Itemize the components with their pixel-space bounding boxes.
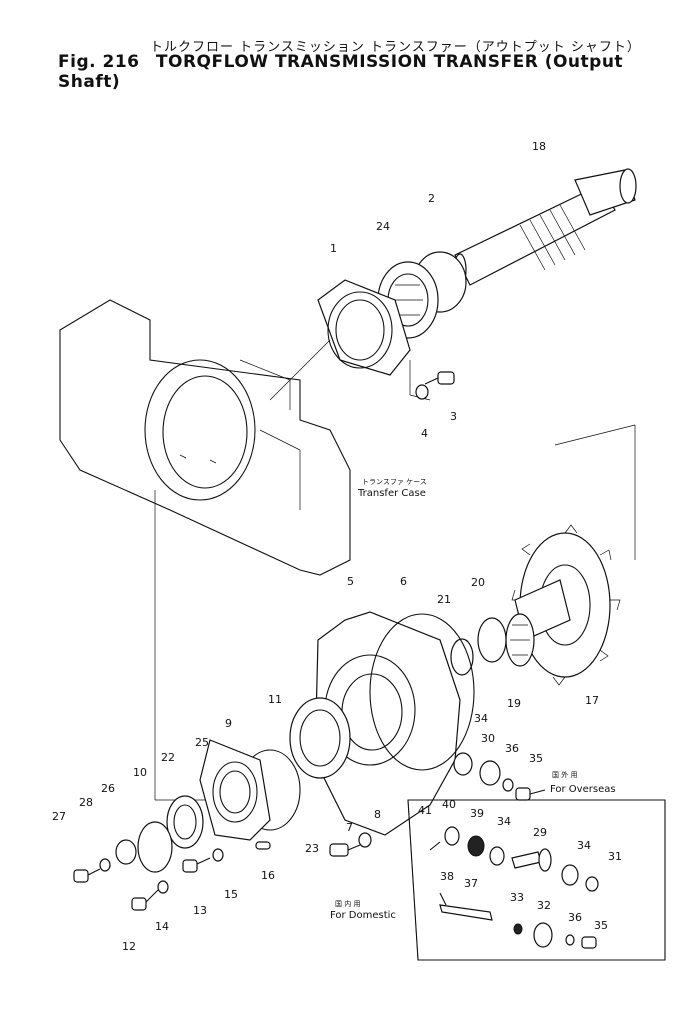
callout-26: 26 <box>101 782 115 795</box>
figure-title-english: TORQFLOW TRANSMISSION TRANSFER (Output S… <box>58 52 624 92</box>
shaft-37 <box>439 904 493 921</box>
cage-1 <box>317 279 411 376</box>
callout-35a: 35 <box>529 752 543 765</box>
shaft-29 <box>511 848 552 872</box>
callout-5: 5 <box>347 575 354 588</box>
bearing-22 <box>166 795 204 849</box>
bearing-33 <box>513 923 523 935</box>
callout-39: 39 <box>470 807 484 820</box>
washer-4 <box>415 384 429 400</box>
callout-18: 18 <box>532 140 546 153</box>
callout-40: 40 <box>442 798 456 811</box>
bearing-23 <box>289 697 351 779</box>
transfer-case <box>59 299 351 576</box>
callout-2: 2 <box>428 192 435 205</box>
callout-11: 11 <box>268 693 282 706</box>
callout-10: 10 <box>133 766 147 779</box>
callout-27: 27 <box>52 810 66 823</box>
bolt-7 <box>329 843 361 857</box>
gear-34-overseas <box>453 752 473 776</box>
transfer-case-note-jp: トランスファ ケース <box>362 478 427 486</box>
callout-29: 29 <box>533 826 547 839</box>
callout-31: 31 <box>608 850 622 863</box>
cage-9 <box>199 739 271 841</box>
domestic-note: For Domestic <box>330 910 396 921</box>
overseas-note-jp: 国 外 用 <box>552 770 577 779</box>
callout-35b: 35 <box>594 919 608 932</box>
callout-28: 28 <box>79 796 93 809</box>
callout-20: 20 <box>471 576 485 589</box>
callout-4: 4 <box>421 427 428 440</box>
callout-19: 19 <box>507 697 521 710</box>
callout-6: 6 <box>400 575 407 588</box>
bolt-35-overseas <box>515 787 546 801</box>
callout-1: 1 <box>330 242 337 255</box>
callout-21: 21 <box>437 593 451 606</box>
callout-33: 33 <box>510 891 524 904</box>
pin-16 <box>255 841 271 850</box>
gear-32 <box>533 922 553 948</box>
callout-14: 14 <box>155 920 169 933</box>
callout-25: 25 <box>195 736 209 749</box>
callout-12: 12 <box>122 940 136 953</box>
pin-41 <box>429 841 441 851</box>
plate-26 <box>115 839 137 865</box>
figure-number: Fig. 216 <box>58 52 140 72</box>
washer-36-domestic <box>565 934 575 946</box>
callout-16: 16 <box>261 869 275 882</box>
ring-21 <box>450 638 474 676</box>
callout-37: 37 <box>464 877 478 890</box>
gear-34-domestic-a <box>489 846 505 866</box>
callout-34a: 34 <box>474 712 488 725</box>
overseas-note: For Overseas <box>550 784 616 795</box>
callout-34c: 34 <box>577 839 591 852</box>
callout-34b: 34 <box>497 815 511 828</box>
callout-32: 32 <box>537 899 551 912</box>
washer-36-overseas <box>502 778 514 792</box>
gear-39 <box>467 835 485 857</box>
callout-23: 23 <box>305 842 319 855</box>
domestic-note-jp: 国 内 用 <box>335 899 360 908</box>
callout-15: 15 <box>224 888 238 901</box>
gear-34-domestic-b <box>561 864 579 886</box>
callout-17: 17 <box>585 694 599 707</box>
washer-14 <box>157 880 169 894</box>
pin-38 <box>439 892 447 906</box>
hub-20 <box>477 617 507 663</box>
seal-10 <box>137 821 173 873</box>
callout-36b: 36 <box>568 911 582 924</box>
o-ring-6 <box>369 613 475 771</box>
figure-title: Fig. 216 TORQFLOW TRANSMISSION TRANSFER … <box>58 52 677 92</box>
bolt-3 <box>424 371 455 385</box>
bolt-13 <box>182 857 211 873</box>
transfer-case-note: Transfer Case <box>357 488 426 499</box>
callout-3: 3 <box>450 410 457 423</box>
callout-13: 13 <box>193 904 207 917</box>
figure-title-japanese: トルクフロー トランスミッション トランスファー（アウトプット シャフト） <box>150 40 641 55</box>
nut-31 <box>585 876 599 892</box>
cover-30 <box>479 760 501 786</box>
bolt-12 <box>131 889 159 911</box>
callout-41: 41 <box>418 804 432 817</box>
callout-36a: 36 <box>505 742 519 755</box>
bearing-19 <box>505 613 535 667</box>
callout-9: 9 <box>225 717 232 730</box>
callout-8: 8 <box>374 808 381 821</box>
cap-40 <box>444 826 460 846</box>
washer-15 <box>212 848 224 862</box>
washer-8 <box>358 832 372 848</box>
bolt-27 <box>73 868 101 883</box>
domestic-parts-box <box>407 799 666 961</box>
callout-24: 24 <box>376 220 390 233</box>
callout-labels: 1 2 3 4 5 6 7 8 9 10 11 12 13 14 15 16 1… <box>52 140 622 953</box>
bolt-35-domestic <box>581 936 597 949</box>
output-shaft <box>453 168 637 287</box>
callout-38: 38 <box>440 870 454 883</box>
callout-22: 22 <box>161 751 175 764</box>
callout-30: 30 <box>481 732 495 745</box>
washer-28 <box>99 858 111 872</box>
callout-7: 7 <box>346 821 353 834</box>
